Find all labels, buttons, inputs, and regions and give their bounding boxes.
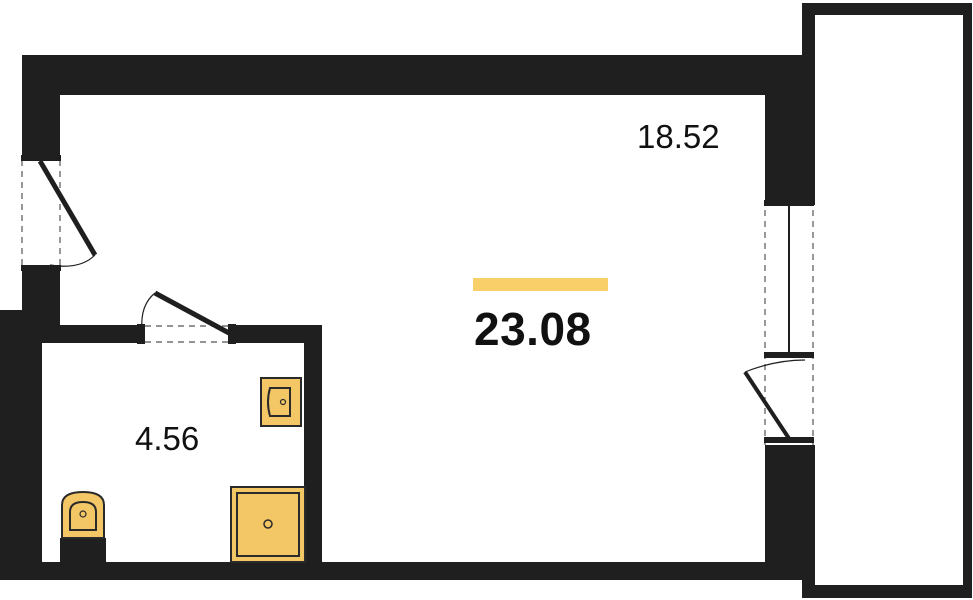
balcony-floor [815,15,963,585]
sink-icon [260,377,302,427]
entrance-door-swing-icon [21,155,98,271]
total-area: 23.08 [474,303,592,355]
toilet-icon [60,490,106,562]
entrance-opening [21,160,61,270]
balcony-door-icon [743,200,814,445]
bathroom-wall-right [304,325,322,562]
bathroom-door-opening [145,324,233,344]
bathroom-door-swing-icon [137,290,236,344]
shower-tray-icon [230,486,306,563]
room-area-bathroom: 4.56 [135,420,200,457]
openings [21,160,816,445]
total-area-accent-bar [473,278,608,291]
room-area-main: 18.52 [637,118,720,155]
